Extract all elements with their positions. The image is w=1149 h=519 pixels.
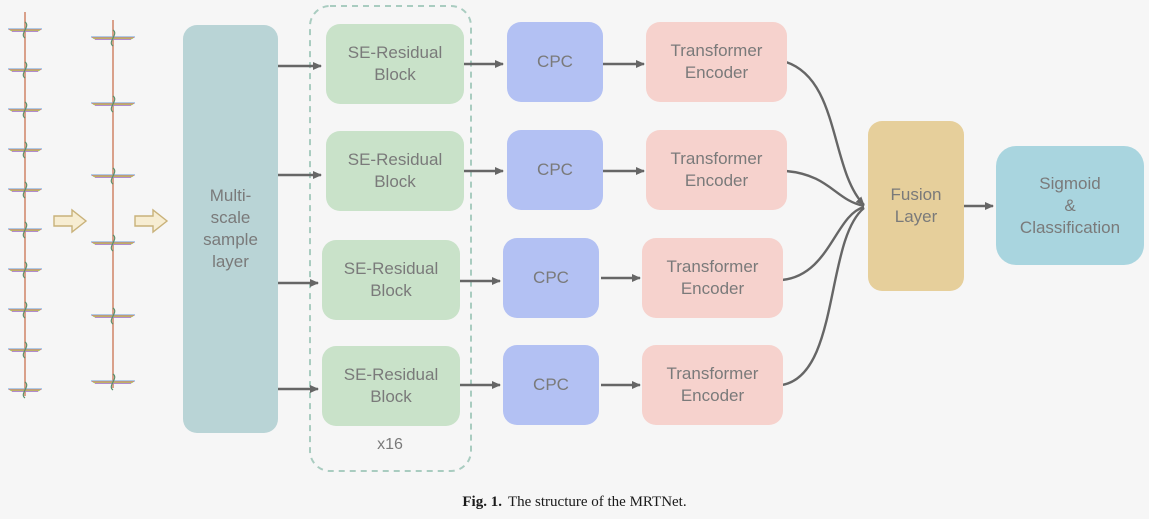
transformer-encoder-4: Transformer Encoder: [642, 345, 783, 425]
transformer-encoder-3: Transformer Encoder: [642, 238, 783, 318]
cpc-block-4: CPC: [503, 345, 599, 425]
caption-prefix: Fig. 1.: [462, 494, 502, 510]
se-block-group-outline: [309, 5, 472, 472]
connector-curve: [781, 207, 865, 387]
connector-curve: [785, 60, 865, 206]
transition-arrow-icon: [134, 208, 169, 234]
sigmoid-classification-block: Sigmoid & Classification: [996, 146, 1144, 265]
se-residual-block-3: SE-Residual Block: [322, 240, 460, 320]
input-ecg-signal-icon: [8, 12, 135, 399]
transition-arrow-icon: [53, 208, 88, 234]
cpc-block-1: CPC: [507, 22, 603, 102]
cpc-block-2: CPC: [507, 130, 603, 210]
repeat-count-label: x16: [377, 436, 403, 453]
connector-curve: [781, 205, 865, 282]
figure-caption: Fig. 1. The structure of the MRTNet.: [0, 494, 1149, 511]
transformer-encoder-1: Transformer Encoder: [646, 22, 787, 102]
fusion-layer: Fusion Layer: [868, 121, 964, 291]
caption-text: The structure of the MRTNet.: [507, 494, 687, 510]
cpc-block-3: CPC: [503, 238, 599, 318]
transformer-encoder-2: Transformer Encoder: [646, 130, 787, 210]
se-residual-block-2: SE-Residual Block: [326, 131, 464, 211]
connector-curve: [785, 169, 865, 208]
se-residual-block-1: SE-Residual Block: [326, 24, 464, 104]
multi-scale-sample-layer: Multi- scale sample layer: [183, 25, 278, 433]
se-residual-block-4: SE-Residual Block: [322, 346, 460, 426]
